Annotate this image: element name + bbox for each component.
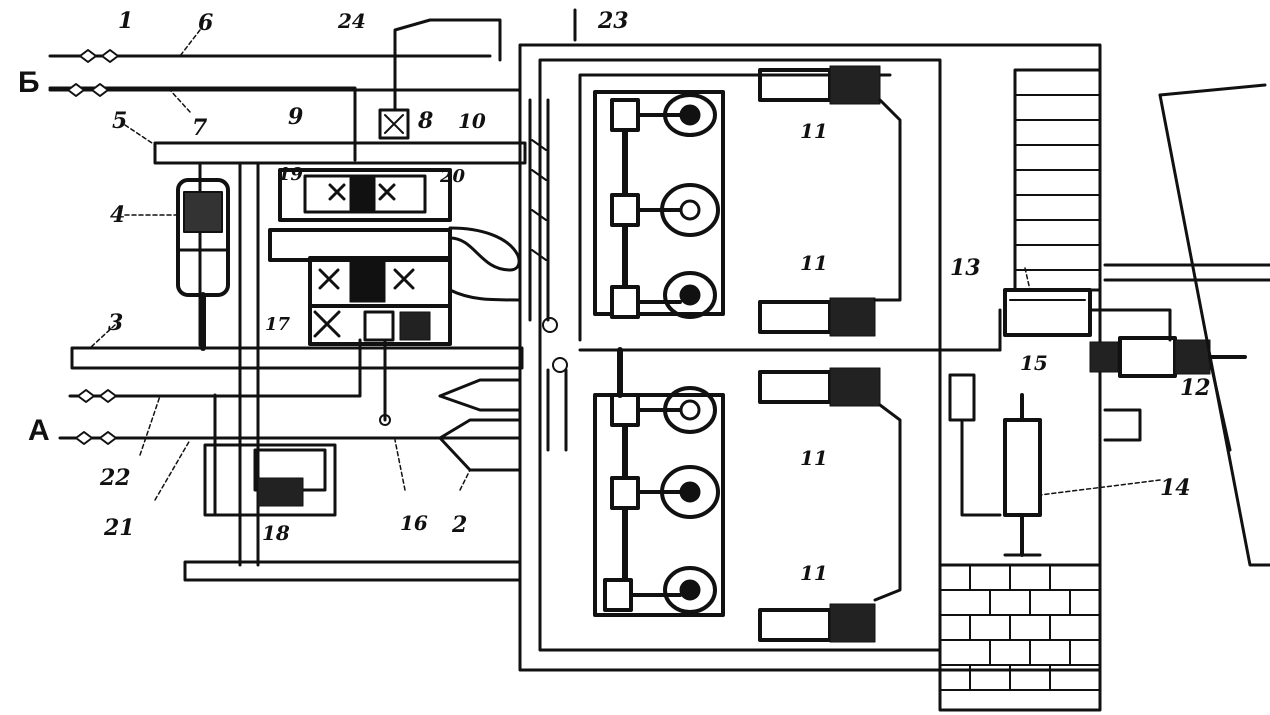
valve-15-cylinder-14 — [948, 373, 1142, 557]
leader-lines — [89, 29, 1161, 501]
label-10: 10 — [458, 109, 486, 133]
label-14: 14 — [1160, 475, 1191, 501]
label-3: 3 — [108, 310, 123, 336]
label-b: Б — [18, 66, 40, 99]
label-11-mid: 11 — [800, 251, 828, 275]
label-9: 9 — [288, 104, 303, 130]
burner-group-upper — [593, 90, 725, 319]
label-21: 21 — [103, 515, 135, 541]
label-7: 7 — [192, 115, 208, 141]
label-20: 20 — [439, 166, 466, 187]
labels: Б А 1 6 7 5 9 8 10 24 23 19 20 4 3 17 22… — [18, 8, 1211, 585]
label-24: 24 — [337, 9, 366, 33]
furnace-outline — [1158, 83, 1270, 567]
label-6: 6 — [198, 10, 213, 36]
label-19: 19 — [278, 164, 304, 185]
control-block-16-17 — [268, 226, 522, 346]
label-a: А — [28, 414, 50, 447]
draft-regulator-13 — [958, 263, 1270, 352]
label-11-lower: 11 — [800, 446, 828, 470]
label-1: 1 — [118, 8, 133, 34]
filter-unit-4 — [176, 178, 230, 351]
supply-line-b — [48, 54, 522, 162]
manifold-column — [528, 98, 568, 452]
chimney-stack — [1013, 68, 1102, 292]
actuator-12 — [1089, 336, 1247, 378]
drain-pipe-19 — [183, 560, 522, 582]
branch-lines — [438, 378, 522, 472]
label-8: 8 — [417, 108, 433, 134]
control-block-8 — [378, 18, 502, 140]
label-22: 22 — [99, 465, 131, 491]
label-15: 15 — [1020, 351, 1048, 375]
header-pipe-5 — [153, 141, 527, 165]
label-11-bottom: 11 — [800, 561, 828, 585]
brick-foundation — [938, 563, 1102, 712]
label-17: 17 — [265, 314, 291, 335]
header-pipe-3 — [70, 346, 524, 370]
label-12: 12 — [1180, 375, 1211, 401]
burner-group-lower — [593, 347, 725, 617]
control-block-9 — [278, 168, 452, 222]
label-5: 5 — [112, 108, 127, 134]
label-4: 4 — [110, 202, 125, 228]
regulator-18 — [203, 338, 391, 517]
label-11-top: 11 — [800, 119, 828, 143]
label-16: 16 — [400, 511, 428, 535]
label-18: 18 — [262, 521, 290, 545]
valve-symbols — [67, 49, 119, 445]
supply-line-a — [58, 338, 522, 440]
label-2: 2 — [451, 512, 467, 538]
label-13: 13 — [950, 255, 981, 281]
damper-cylinders-11 — [758, 65, 902, 643]
label-23: 23 — [597, 8, 629, 34]
